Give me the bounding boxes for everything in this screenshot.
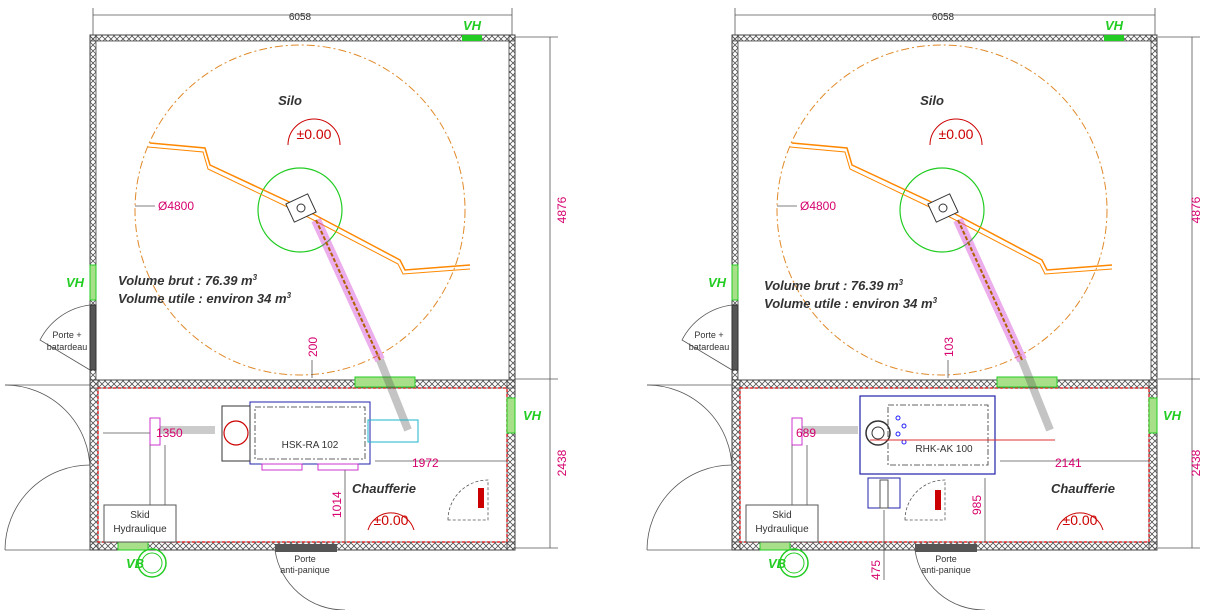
skid-label-1: Skid bbox=[130, 510, 149, 521]
vent-bottom-label: VB bbox=[126, 556, 144, 571]
insulation-line bbox=[739, 387, 1150, 543]
svg-text:Volume utile : environ 34 m3: Volume utile : environ 34 m3 bbox=[118, 291, 292, 306]
silo-height-dimension: 4876 bbox=[555, 196, 569, 223]
vent-top-label: VH bbox=[463, 18, 482, 33]
dim-1972: 1972 bbox=[412, 456, 439, 470]
silo-level: ±0.00 bbox=[297, 126, 332, 142]
agitator-circle bbox=[899, 167, 985, 253]
dim-pipe: 689 bbox=[796, 426, 816, 440]
vent-right-label: VH bbox=[523, 408, 542, 423]
dim-103: 103 bbox=[942, 337, 956, 357]
boiler-body bbox=[859, 395, 996, 475]
bottom-door-label-1: Porte bbox=[294, 554, 316, 564]
vent-top-label: VH bbox=[1105, 18, 1124, 33]
silo-diameter: Ø4800 bbox=[800, 199, 836, 213]
bottom-door-label-2: anti-panique bbox=[280, 565, 330, 575]
side-door-label-1: Porte + bbox=[694, 330, 723, 340]
volume-utile: Volume utile : environ 34 m bbox=[764, 296, 933, 311]
agitator-circle bbox=[257, 167, 343, 253]
skid-label-2: Hydraulique bbox=[113, 524, 167, 535]
volume-brut: Volume brut : 76.39 m bbox=[764, 278, 899, 293]
skid-label-1: Skid bbox=[772, 510, 791, 521]
silo-label: Silo bbox=[920, 93, 944, 108]
boiler-model: HSK-RA 102 bbox=[282, 440, 339, 451]
boiler-room-label: Chaufferie bbox=[352, 481, 416, 496]
volume-utile: Volume utile : environ 34 m bbox=[118, 291, 287, 306]
dim-1014: 1014 bbox=[330, 491, 344, 518]
bottom-door-label-2: anti-panique bbox=[921, 565, 971, 575]
width-dimension: 6058 bbox=[289, 12, 312, 23]
svg-text:Volume brut : 76.39 m3: Volume brut : 76.39 m3 bbox=[118, 273, 258, 288]
vent-left-label: VH bbox=[708, 275, 727, 290]
side-door-label-2: batardeau bbox=[47, 342, 88, 352]
boiler-room-level: ±0.00 bbox=[374, 512, 409, 528]
skid-label-2: Hydraulique bbox=[755, 524, 809, 535]
dim-985: 985 bbox=[970, 495, 984, 515]
silo-diameter: Ø4800 bbox=[158, 199, 194, 213]
side-door-label-1: Porte + bbox=[52, 330, 81, 340]
boiler-room-label: Chaufferie bbox=[1051, 481, 1115, 496]
boiler-height-dimension: 2438 bbox=[555, 449, 569, 476]
silo-height-dimension: 4876 bbox=[1189, 196, 1203, 223]
svg-text:Volume utile : environ 34 m3: Volume utile : environ 34 m3 bbox=[764, 296, 938, 311]
vent-bottom-label: VB bbox=[768, 556, 786, 571]
silo-sweep-circle bbox=[776, 44, 1108, 376]
silo-label: Silo bbox=[278, 93, 302, 108]
boiler-room-level: ±0.00 bbox=[1063, 512, 1098, 528]
svg-text:Volume brut : 76.39 m3: Volume brut : 76.39 m3 bbox=[764, 278, 904, 293]
volume-brut: Volume brut : 76.39 m bbox=[118, 273, 253, 288]
side-door-label-2: batardeau bbox=[689, 342, 730, 352]
insulation-line bbox=[97, 387, 508, 543]
width-dimension: 6058 bbox=[932, 12, 955, 23]
boiler-body bbox=[249, 401, 371, 465]
dim-475: 475 bbox=[869, 560, 883, 580]
bottom-door-label-1: Porte bbox=[935, 554, 957, 564]
plan-right: 6058 4876 2438 VH VH VH VB bbox=[646, 8, 1203, 610]
plan-left: 6058 4876 2438 VH VH VH VB bbox=[4, 8, 569, 610]
dim-200: 200 bbox=[306, 337, 320, 357]
silo-level: ±0.00 bbox=[939, 126, 974, 142]
boiler-height-dimension: 2438 bbox=[1189, 449, 1203, 476]
vent-right-label: VH bbox=[1163, 408, 1182, 423]
silo-sweep-circle bbox=[134, 44, 466, 376]
dim-pipe: 1350 bbox=[156, 426, 183, 440]
boiler-model: RHK-AK 100 bbox=[915, 444, 973, 455]
dim-2141: 2141 bbox=[1055, 456, 1082, 470]
vent-left-label: VH bbox=[66, 275, 85, 290]
